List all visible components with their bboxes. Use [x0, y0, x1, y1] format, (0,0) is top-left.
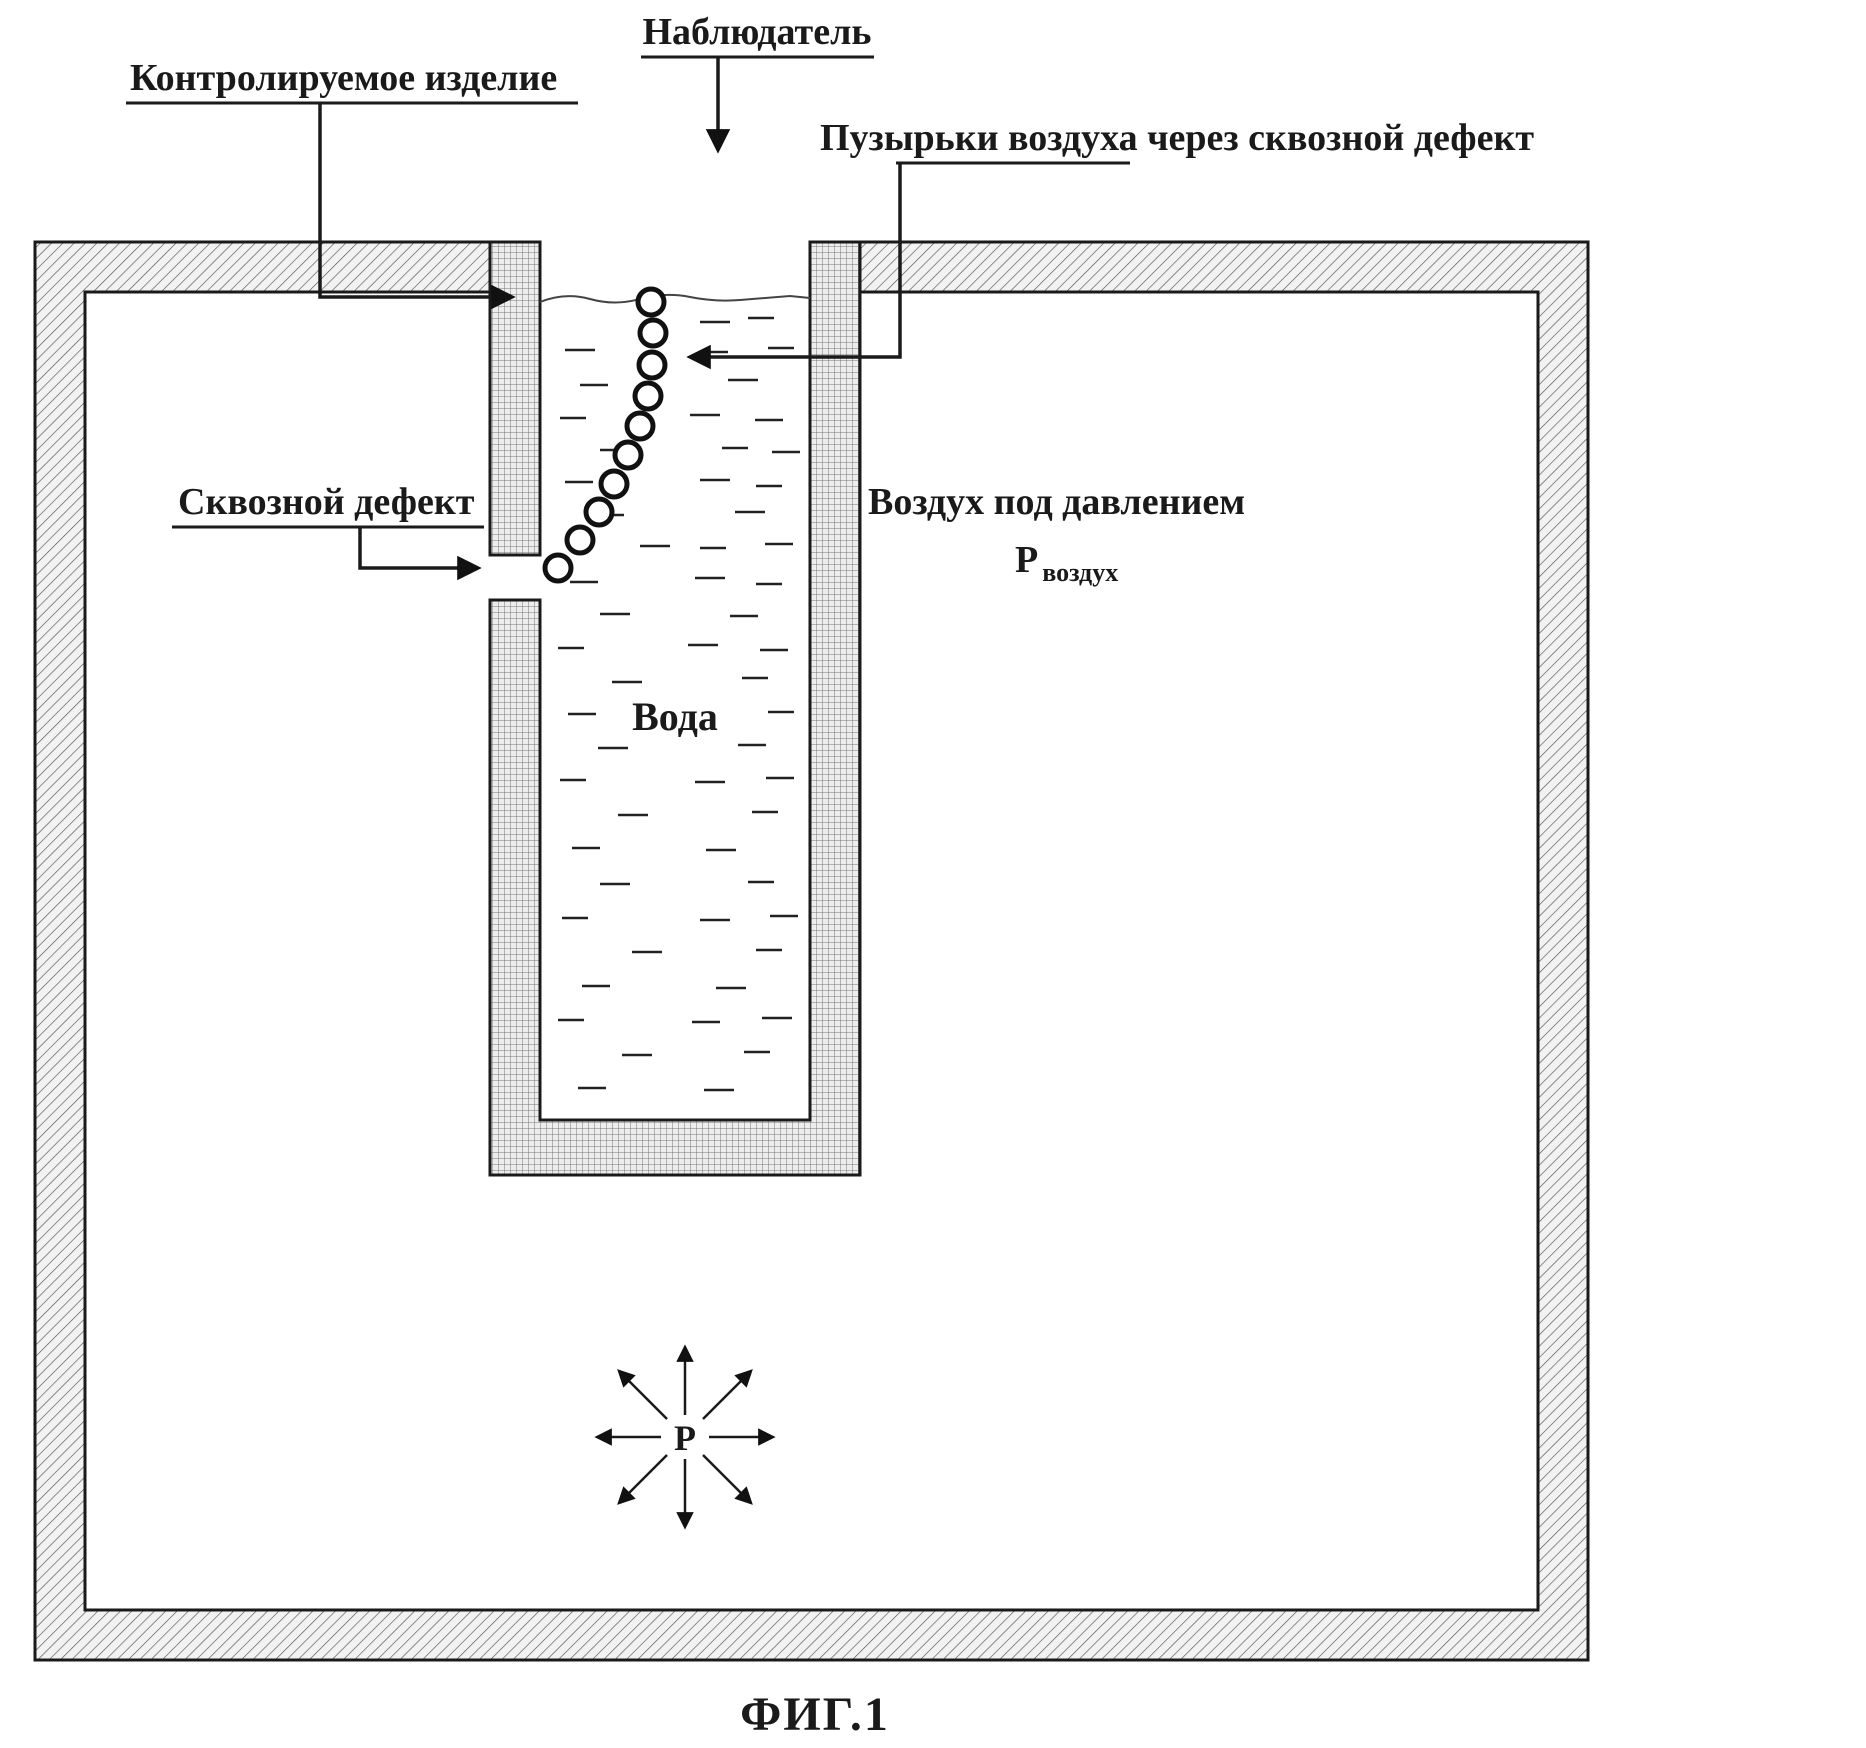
- air-bubble: [632, 380, 664, 412]
- defect-leader-arrow: [358, 528, 482, 581]
- air-bubble: [564, 524, 596, 556]
- pressure-arrows: [594, 1344, 776, 1530]
- air-bubble: [635, 286, 667, 318]
- figure-caption: ФИГ.1: [740, 1688, 890, 1741]
- bubbles-leader-arrow: [686, 164, 902, 370]
- water-label: Вода: [632, 694, 718, 739]
- defect-label: Сквозной дефект: [178, 481, 475, 523]
- air-bubble: [636, 349, 668, 381]
- air-pressure-p-subscript: воздух: [1042, 558, 1118, 587]
- air-bubble: [583, 496, 615, 528]
- observer-label: Наблюдатель: [643, 11, 872, 53]
- air-bubble: [612, 439, 644, 471]
- pressure-arrow-up-right: [702, 1369, 753, 1420]
- inner-vessel-wall-body: [488, 240, 862, 1177]
- air-bubble: [637, 317, 669, 349]
- pressure-symbol: P: [674, 1418, 696, 1458]
- pressure-arrow-up-left: [617, 1369, 668, 1420]
- controlled-item-leader-arrow: [318, 104, 516, 310]
- air-pressure-symbol: P воздух: [1015, 539, 1118, 587]
- air-bubble: [542, 552, 574, 584]
- inner-vessel-wall-upper: [488, 240, 542, 557]
- bubbles-label: Пузырьки воздуха через сквозной дефект: [820, 117, 1534, 159]
- pressure-arrow-down-right: [702, 1454, 753, 1505]
- air-pressure-label: Воздух под давлением: [868, 481, 1245, 523]
- water-surface-line: [539, 293, 811, 304]
- air-pressure-p: P: [1015, 539, 1038, 581]
- pressure-arrow-down-left: [617, 1454, 668, 1505]
- controlled-item-label: Контролируемое изделие: [130, 57, 557, 99]
- bubble-chain: [542, 286, 669, 584]
- air-bubble: [624, 410, 656, 442]
- air-bubble: [598, 468, 630, 500]
